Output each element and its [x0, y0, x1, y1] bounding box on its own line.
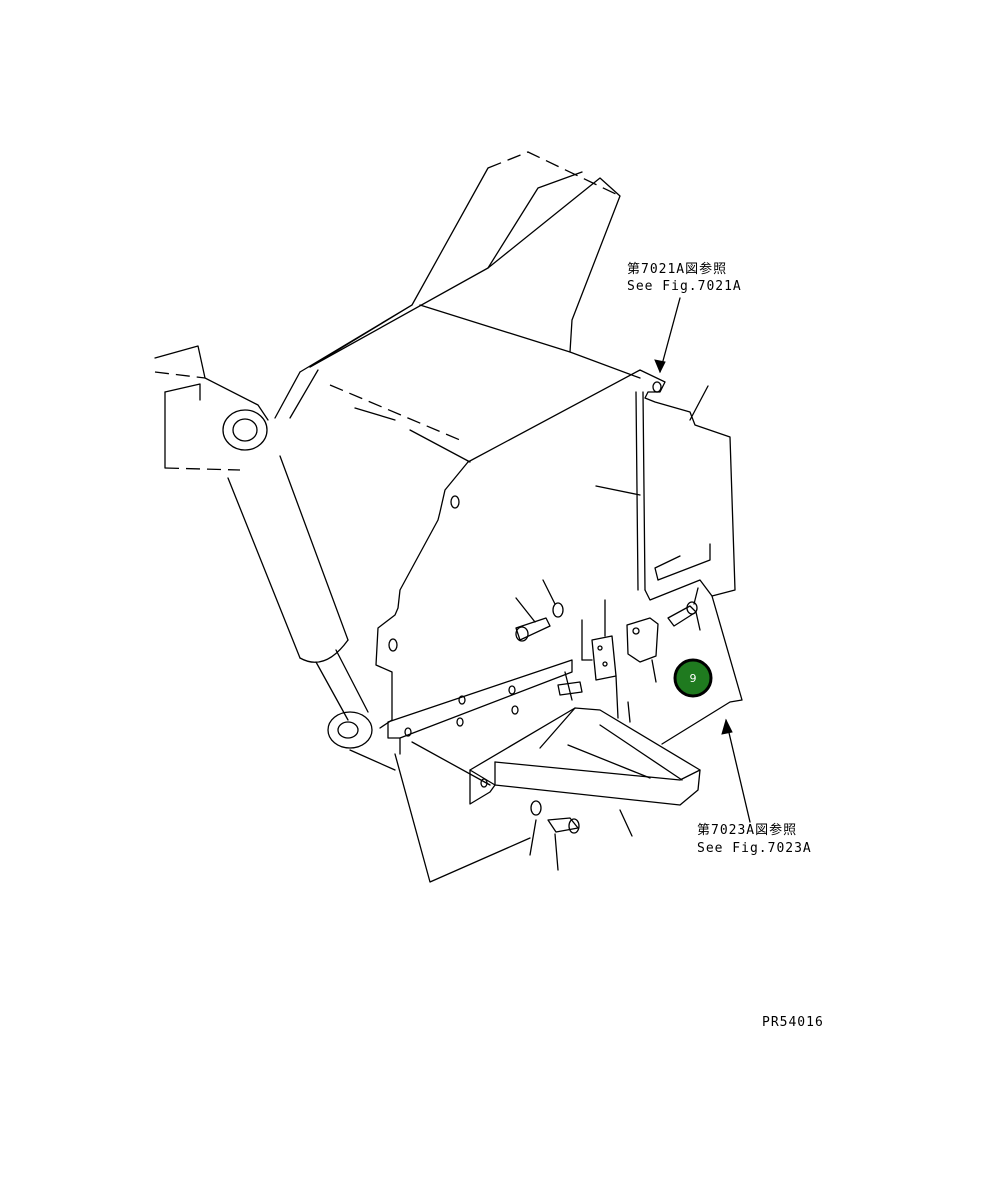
- callout-circle[interactable]: [673, 658, 713, 698]
- reference-jp-text: 第7021A図参照: [627, 261, 727, 277]
- drawing-code: PR54016: [762, 1015, 824, 1030]
- side-panel: [375, 369, 743, 883]
- support-bracket: [469, 707, 701, 837]
- lift-cylinder: [154, 345, 396, 771]
- mounting-rail: [387, 659, 573, 786]
- reference-en-text: See Fig.7023A: [697, 841, 812, 856]
- part-callout-9[interactable]: 9: [673, 658, 713, 698]
- reference-jp-text: 第7023A図参照: [697, 822, 797, 838]
- callout-number: 9: [690, 672, 697, 685]
- hardware: [515, 579, 701, 871]
- reference-label-7023a: 第7023A図参照 See Fig.7023A: [697, 822, 812, 856]
- reference-arrows: [654, 297, 751, 823]
- reference-en-text: See Fig.7021A: [627, 279, 742, 294]
- reference-label-7021a: 第7021A図参照 See Fig.7021A: [627, 261, 742, 294]
- cab-structure: [274, 151, 641, 463]
